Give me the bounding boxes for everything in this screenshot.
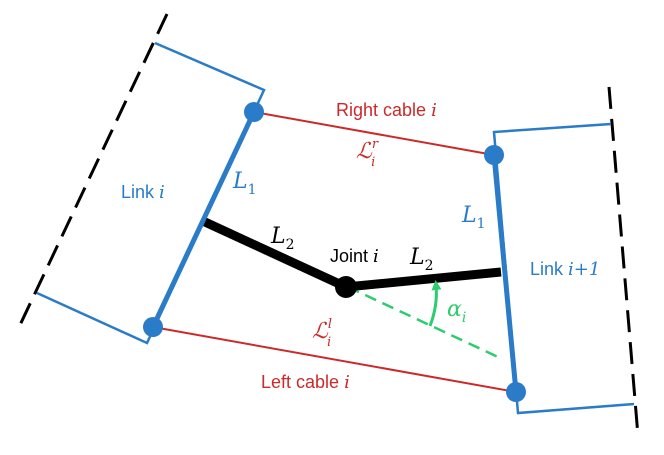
attach-point-top-left [244, 102, 264, 122]
angle-reference-line [347, 285, 499, 359]
joint-label: Joint i [330, 246, 379, 267]
left-l2-bar [203, 217, 348, 292]
right-link-bar [491, 154, 519, 393]
alpha-arc [428, 280, 442, 327]
attach-point-bottom-right [506, 382, 526, 402]
link-left-label: Link i [121, 182, 165, 203]
left-dashed-axis [18, 13, 169, 326]
right-dashed-axis [607, 86, 640, 437]
alpha-label: αi [447, 297, 466, 326]
l1-right-label: L1 [461, 203, 486, 232]
attach-point-bottom-left [143, 317, 163, 337]
link-right-label: Link i+1 [530, 259, 600, 280]
right-l2-bar [345, 267, 502, 292]
joint-circle [335, 276, 357, 298]
l2-left-label: L2 [270, 224, 295, 253]
left-cable-line [152, 326, 517, 393]
left-cable-label: Left cable i [261, 372, 350, 393]
right-cable-label: Right cable i [336, 100, 437, 121]
left-link-bar [150, 110, 257, 329]
l2-right-label: L2 [409, 245, 434, 274]
right-cable-line [253, 111, 495, 156]
l1-left-label: L1 [232, 169, 257, 198]
attach-point-top-right [484, 145, 504, 165]
